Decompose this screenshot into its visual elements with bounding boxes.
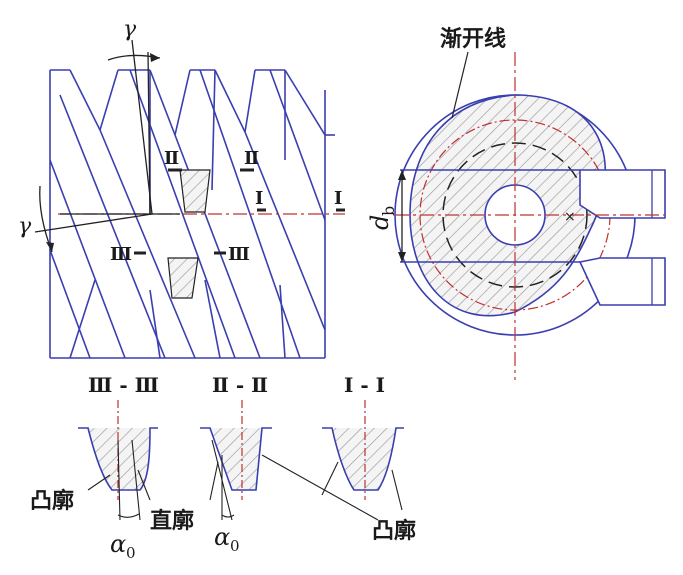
alpha-mid-label: α 0 [214,523,240,555]
convex-left-label: 凸廓 [30,488,74,514]
svg-text:×: × [564,209,576,225]
db-label: d b [366,206,398,230]
gamma-construction [34,39,161,253]
svg-text:α: α [110,530,126,558]
svg-text:b: b [379,206,398,216]
roman-1-mid: Ⅰ [255,188,263,209]
profile-section-1 [321,400,404,511]
roman-3-left: Ⅲ [110,244,132,265]
section-3-title: Ⅲ - Ⅲ [88,373,159,397]
section-1-title: Ⅰ - Ⅰ [344,373,385,397]
profile-section-3 [78,400,158,521]
svg-text:0: 0 [230,537,240,555]
worm-end-view: × [394,51,666,380]
section-2-title: Ⅱ - Ⅱ [212,373,268,397]
roman-2-left: Ⅱ [164,148,179,169]
roman-1-right: Ⅰ [334,188,342,209]
gamma-left-label: γ [18,214,32,239]
convex-right-label: 凸廓 [372,518,416,544]
roman-3-right: Ⅲ [228,244,250,265]
gamma-top-label: γ [123,17,137,42]
svg-text:α: α [214,523,230,551]
profile-section-2 [200,400,379,521]
svg-text:0: 0 [126,544,136,562]
alpha-left-label: α 0 [110,530,136,562]
section-window-upper [179,169,211,213]
involute-label: 渐开线 [440,26,506,52]
roman-2-right: Ⅱ [244,148,259,169]
gamma-arrow-left [46,242,54,252]
gamma-arrow-top [150,53,160,62]
svg-text:d: d [366,215,394,230]
straight-label: 直廓 [150,508,194,534]
worm-side-view [49,69,335,359]
section-window-lower [167,257,199,299]
